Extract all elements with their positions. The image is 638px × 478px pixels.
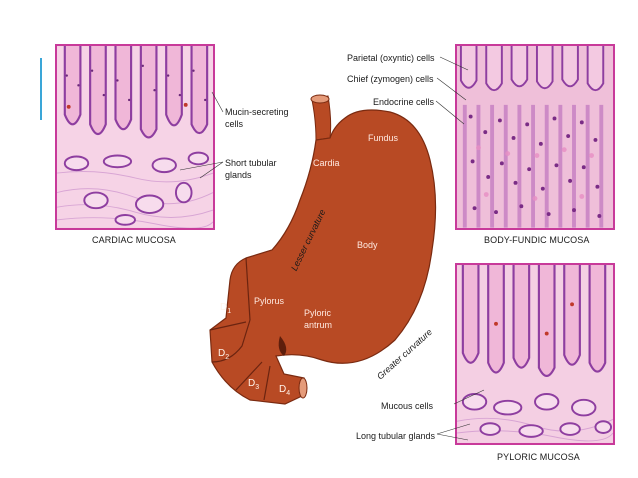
duodenum-d2-label: D2 (218, 348, 229, 361)
d4-letter: D (279, 384, 287, 395)
duodenum-d1-label: D1 (220, 302, 231, 315)
duodenum-segment-lines (209, 257, 271, 401)
pylorus-label: Pylorus (254, 296, 285, 306)
slide-accent-bar (40, 58, 42, 120)
mucous-cells-callout: Mucous cells (381, 401, 434, 411)
mucin-secreting-cells-callout: Mucin-secreting cells (225, 106, 289, 130)
long-tubular-glands-callout: Long tubular glands (356, 431, 436, 441)
duodenum-opening (298, 377, 308, 399)
pyloric-mucosa-caption: PYLORIC MUCOSA (497, 452, 580, 462)
endocrine-cells-callout: Endocrine cells (373, 97, 435, 107)
d4-sub: 4 (286, 390, 291, 397)
pyloric-antrum-label: Pyloric antrum (304, 307, 332, 331)
cardiac-mucosa-caption: CARDIAC MUCOSA (92, 235, 176, 245)
d1-sub: 1 (227, 308, 232, 315)
pyloric-antrum-line2: antrum (304, 320, 333, 330)
duodenum-d4-label: D4 (279, 384, 290, 397)
parietal-cells-callout: Parietal (oxyntic) cells (347, 53, 435, 63)
d2-letter: D (218, 348, 226, 359)
short-line1: Short tubular (225, 158, 277, 168)
body-label: Body (357, 240, 378, 250)
mucin-line2: cells (225, 119, 244, 129)
mucin-line1: Mucin-secreting (225, 107, 289, 117)
cardiac-mucosa-image (55, 44, 215, 230)
body-fundic-mucosa-histology (457, 46, 613, 228)
body-fundic-mucosa-image (455, 44, 615, 230)
duodenum-d3-label: D3 (248, 378, 259, 391)
d3-letter: D (248, 378, 256, 389)
d1-letter: D (220, 302, 228, 313)
d2-sub: 2 (225, 354, 230, 361)
esophagus-opening (310, 94, 330, 104)
body-fundic-mucosa-caption: BODY-FUNDIC MUCOSA (484, 235, 590, 245)
short-line2: glands (225, 170, 252, 180)
chief-cells-callout: Chief (zymogen) cells (347, 74, 434, 84)
short-tubular-glands-callout: Short tubular glands (225, 157, 277, 181)
cardiac-mucosa-histology (57, 46, 213, 228)
pyloric-mucosa-image (455, 263, 615, 445)
d3-sub: 3 (255, 384, 260, 391)
fundus-label: Fundus (368, 133, 399, 143)
pyloric-sphincter (278, 336, 287, 356)
cardia-label: Cardia (313, 158, 340, 168)
pyloric-antrum-line1: Pyloric (304, 308, 332, 318)
pyloric-mucosa-histology (457, 265, 613, 443)
